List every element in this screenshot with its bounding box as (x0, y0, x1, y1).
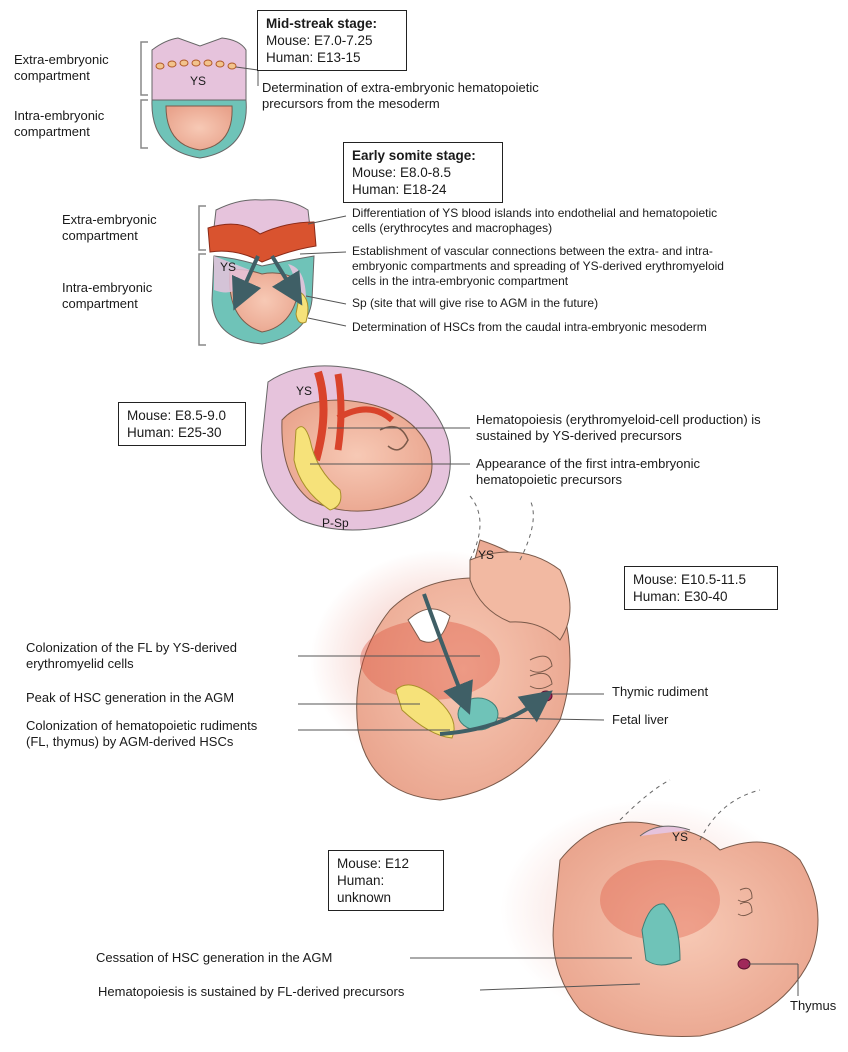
stage5-mouse: Mouse: E12 (337, 855, 435, 872)
stage4-note-3: Colonization of hematopoietic rudiments … (26, 718, 257, 750)
stage3-note-2: Appearance of the first intra-embryonic … (476, 456, 700, 488)
stage3-mouse: Mouse: E8.5-9.0 (127, 407, 237, 424)
stage4-thymic-rudiment-label: Thymic rudiment (612, 684, 708, 700)
stage2-human: Human: E18-24 (352, 181, 494, 198)
stage3-stage-box: Mouse: E8.5-9.0 Human: E25-30 (118, 402, 246, 446)
stage3-psp-label: P-Sp (322, 516, 349, 531)
stage4-human: Human: E30-40 (633, 588, 769, 605)
stage3-note-1: Hematopoiesis (erythromyeloid-cell produ… (476, 412, 761, 444)
stage2-ys-label: YS (220, 260, 236, 275)
stage5-note-1: Cessation of HSC generation in the AGM (96, 950, 332, 966)
stage5-note-2: Hematopoiesis is sustained by FL-derived… (98, 984, 404, 1000)
stage3-ys-label: YS (296, 384, 312, 399)
stage2-stage-box: Early somite stage: Mouse: E8.0-8.5 Huma… (343, 142, 503, 203)
stage5-thymus-label: Thymus (790, 998, 836, 1014)
stage1-embryo (141, 38, 258, 158)
stage2-note-3: Sp (site that will give rise to AGM in t… (352, 296, 598, 311)
stage4-note-1: Colonization of the FL by YS-derived ery… (26, 640, 237, 672)
stage3-embryo (261, 366, 470, 530)
stage4-fetal-liver-label: Fetal liver (612, 712, 668, 728)
stage4-stage-box: Mouse: E10.5-11.5 Human: E30-40 (624, 566, 778, 610)
stage1-note: Determination of extra-embryonic hematop… (262, 80, 539, 112)
stage1-title: Mid-streak stage: (266, 15, 398, 32)
stage3-human: Human: E25-30 (127, 424, 237, 441)
stage5-ys-label: YS (672, 830, 688, 845)
stage2-note-4: Determination of HSCs from the caudal in… (352, 320, 707, 335)
stage4-mouse: Mouse: E10.5-11.5 (633, 571, 769, 588)
stage1-intra-label: Intra-embryonic compartment (14, 108, 104, 140)
stage1-ys-label: YS (190, 74, 206, 89)
stage1-extra-label: Extra-embryonic compartment (14, 52, 109, 84)
stage5-embryo (410, 780, 818, 1036)
stage4-note-2: Peak of HSC generation in the AGM (26, 690, 234, 706)
stage4-ys-label: YS (478, 548, 494, 563)
stage2-note-2: Establishment of vascular connections be… (352, 244, 724, 289)
stage2-intra-label: Intra-embryonic compartment (62, 280, 152, 312)
stage1-stage-box: Mid-streak stage: Mouse: E7.0-7.25 Human… (257, 10, 407, 71)
stage2-title: Early somite stage: (352, 147, 494, 164)
stage2-extra-label: Extra-embryonic compartment (62, 212, 157, 244)
stage4-embryo (298, 496, 604, 800)
stage2-mouse: Mouse: E8.0-8.5 (352, 164, 494, 181)
stage1-human: Human: E13-15 (266, 49, 398, 66)
stage5-stage-box: Mouse: E12 Human: unknown (328, 850, 444, 911)
stage1-mouse: Mouse: E7.0-7.25 (266, 32, 398, 49)
stage2-note-1: Differentiation of YS blood islands into… (352, 206, 717, 236)
stage5-human: Human: unknown (337, 872, 435, 906)
